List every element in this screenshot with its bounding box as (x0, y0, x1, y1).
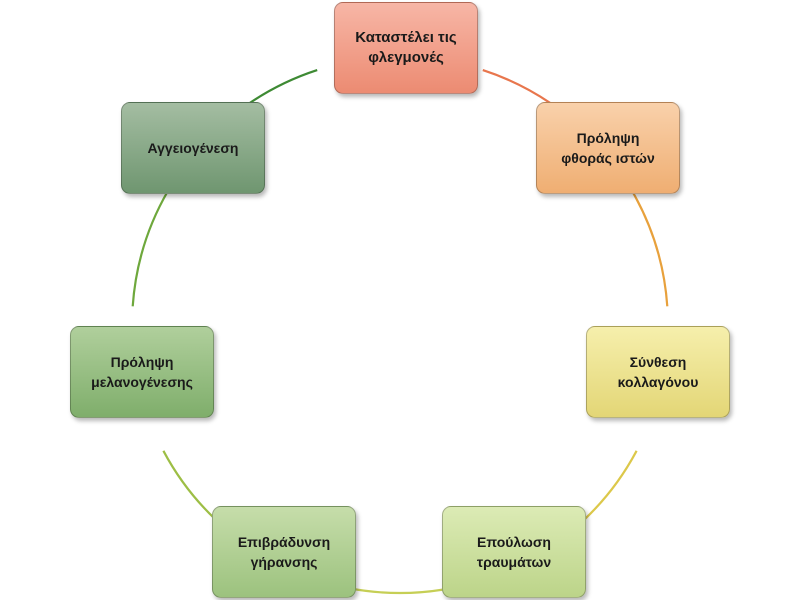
node-tissue-damage-prevention: Πρόληψη φθοράς ιστών (536, 102, 680, 194)
node-angiogenesis: Αγγειογένεση (121, 102, 265, 194)
connector-arc (482, 69, 551, 104)
connector-arc (131, 190, 169, 307)
connector-arc (631, 190, 669, 307)
node-suppresses-inflammation: Καταστέλει τις φλεγμονές (334, 2, 478, 94)
connector-arc (249, 69, 318, 104)
node-wound-healing: Επούλωση τραυμάτων (442, 506, 586, 598)
node-collagen-synthesis: Σύνθεση κολλαγόνου (586, 326, 730, 418)
node-melanogenesis-prevention: Πρόληψη μελανογένεσης (70, 326, 214, 418)
node-aging-slowdown: Επιβράδυνση γήρανσης (212, 506, 356, 598)
